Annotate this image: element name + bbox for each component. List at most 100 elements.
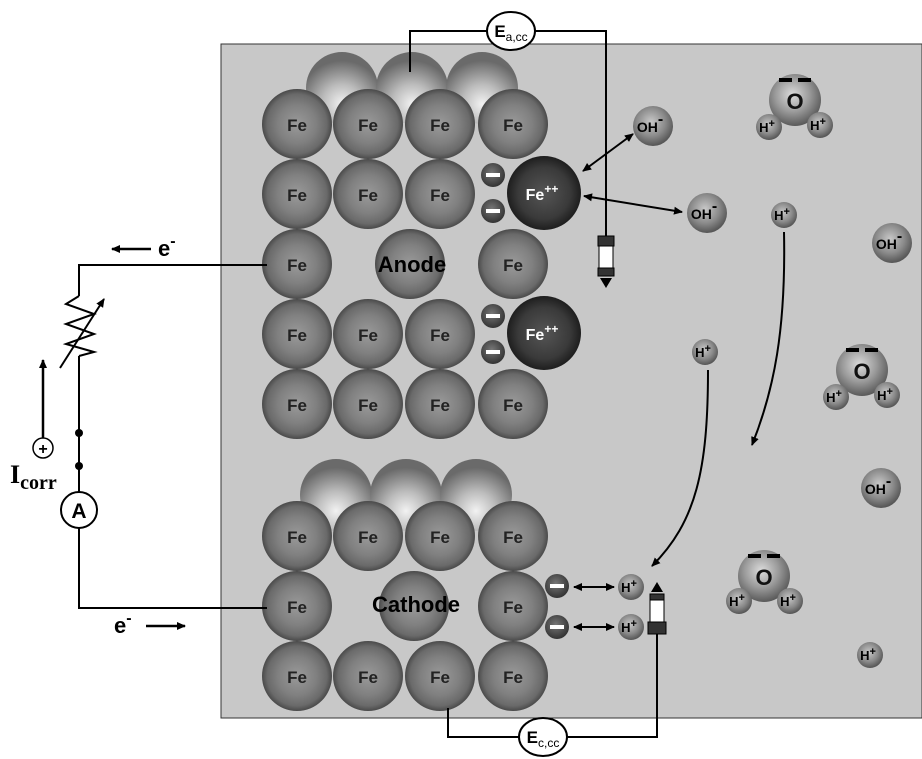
fe-atom-label: Fe [358, 116, 378, 135]
fe-atom-label: Fe [287, 396, 307, 415]
ammeter: A [60, 491, 98, 529]
cathode-label: Cathode [372, 592, 460, 617]
lone-pair-bar [846, 348, 859, 352]
lone-pair-bar [779, 78, 792, 82]
fe-atom [375, 229, 445, 299]
svg-text:H+: H+ [621, 578, 637, 595]
hydrogen-ion: H+ [771, 202, 797, 228]
oxygen-label: O [853, 359, 870, 384]
anode-electron [481, 163, 505, 187]
hydroxide-ion: OH- [633, 106, 673, 146]
svg-text:Ec,cc: Ec,cc [527, 728, 560, 750]
fe-atom: Fe [262, 641, 332, 711]
svg-text:H+: H+ [774, 206, 790, 223]
fe-atom: Fe [333, 299, 403, 369]
water-molecule: O H+ H+ [726, 550, 803, 614]
junction-dot [75, 462, 83, 470]
fe-atom: Fe [405, 299, 475, 369]
fe-atom-label: Fe [287, 668, 307, 687]
anode-electron [481, 304, 505, 328]
fe-atom: Fe [262, 159, 332, 229]
fe-ion-label: Fe++ [526, 182, 559, 204]
anode-probe [597, 235, 615, 288]
oxygen-label: O [755, 565, 772, 590]
fe-ion-label: Fe++ [526, 322, 559, 344]
svg-text:A: A [71, 500, 86, 523]
electrolyte-region [220, 43, 922, 719]
fe-atom-label: Fe [430, 396, 450, 415]
cathode-probe [647, 582, 667, 635]
hydroxide-ion: OH- [861, 468, 901, 508]
fe-ion [507, 156, 581, 230]
fe-atom-label: Fe [287, 326, 307, 345]
fe-atom-label: Fe [430, 528, 450, 547]
fe-atom: Fe [405, 159, 475, 229]
fe-atom: Fe [478, 229, 548, 299]
fe-atom [379, 571, 449, 641]
cathode-electron [545, 574, 569, 598]
reaction-arrows [573, 133, 786, 631]
fe-atom-label: Fe [287, 598, 307, 617]
svg-text:Ea,cc: Ea,cc [494, 22, 527, 44]
cathode-potential-circuit [447, 632, 658, 738]
external-circuit [78, 264, 267, 609]
fe-atom-label: Fe [358, 668, 378, 687]
fe-atom-label: Fe [287, 186, 307, 205]
anode-electron [481, 340, 505, 364]
svg-text:OH-: OH- [876, 228, 902, 252]
hydrogen-label: H+ [810, 116, 826, 133]
fe-atom: Fe [262, 299, 332, 369]
fe-atom-label: Fe [503, 528, 523, 547]
oxygen-label: O [786, 89, 803, 114]
hydrogen-ion: H+ [857, 642, 883, 668]
hydrogen-label: H+ [759, 118, 775, 135]
fe-atom: Fe [262, 369, 332, 439]
fe-atom: Fe [262, 501, 332, 571]
water-molecule: O H+ H+ [756, 74, 833, 140]
fe-atom: Fe [262, 89, 332, 159]
hydroxide-ion: OH- [687, 193, 727, 233]
fe-atom: Fe [405, 501, 475, 571]
fe-atom-label: Fe [287, 528, 307, 547]
svg-text:OH-: OH- [865, 473, 891, 497]
fe-atom: Fe [333, 501, 403, 571]
fe-atom: Fe [478, 369, 548, 439]
lone-pair-bar [748, 554, 761, 558]
electron-label-bottom: e- [114, 610, 132, 638]
hydrogen-label: H+ [826, 388, 842, 405]
fe-atom-label: Fe [358, 326, 378, 345]
hydrogen-ion: H+ [692, 339, 718, 365]
fe-atom: Fe [478, 641, 548, 711]
variable-resistor [59, 295, 105, 369]
hydrogen-label: H+ [780, 592, 796, 609]
cathode-electron [545, 615, 569, 639]
fe-atom: Fe [405, 369, 475, 439]
fe-atom-label: Fe [503, 396, 523, 415]
fe-atom-label: Fe [287, 256, 307, 275]
fe-atom: Fe [333, 369, 403, 439]
fe-atom-label: Fe [430, 668, 450, 687]
hydrogen-label: H+ [729, 592, 745, 609]
fe-atom: Fe [405, 641, 475, 711]
fe-atom: Fe [405, 89, 475, 159]
svg-text:OH-: OH- [637, 111, 663, 135]
fe-atom: Fe [333, 641, 403, 711]
plus-sign-circle [32, 437, 54, 459]
svg-text:H+: H+ [860, 646, 876, 663]
junction-dot [75, 429, 83, 437]
icorr-label: Icorr [10, 460, 57, 494]
anode-potential-meter: Ea,cc [486, 11, 536, 51]
fe-atom: Fe [478, 571, 548, 641]
svg-text:H+: H+ [621, 618, 637, 635]
fe-atom-label: Fe [358, 396, 378, 415]
anode-label: Anode [378, 252, 446, 277]
fe-atom-label: Fe [287, 116, 307, 135]
hydroxide-ion: OH- [872, 223, 912, 263]
hydrogen-ion: H+ [618, 614, 644, 640]
fe-atom-label: Fe [430, 116, 450, 135]
fe-atom: Fe [333, 89, 403, 159]
fe-atom-label: Fe [430, 326, 450, 345]
